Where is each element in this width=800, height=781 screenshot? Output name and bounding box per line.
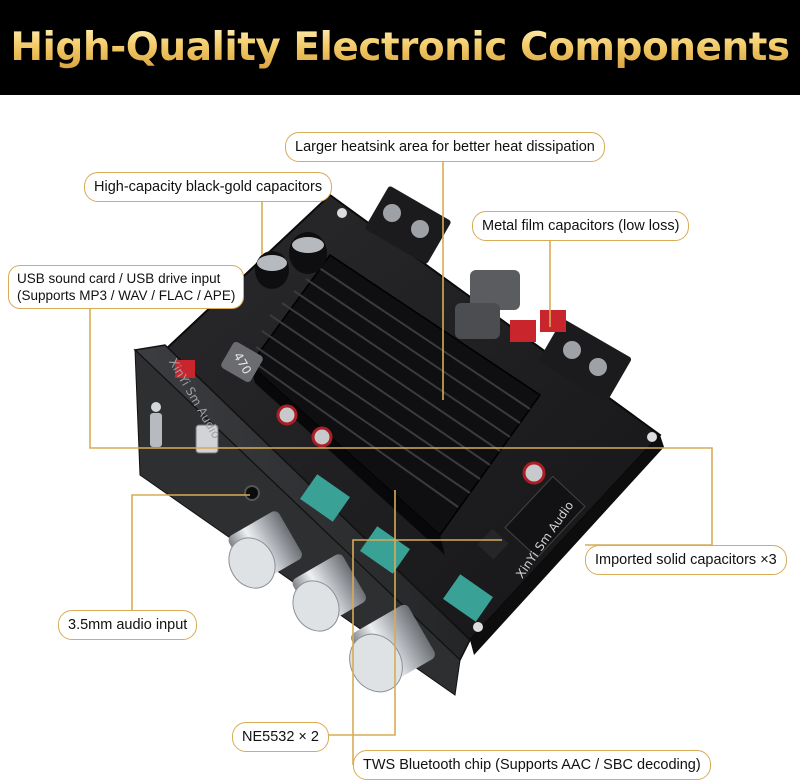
inductor	[470, 270, 520, 310]
mount-hole	[337, 208, 347, 218]
amplifier-board-illustration: 470	[89, 153, 713, 765]
film-capacitor	[540, 310, 566, 332]
mount-hole	[647, 432, 657, 442]
mount-hole	[473, 622, 483, 632]
product-stage: 470	[0, 95, 800, 781]
pcb-edge	[470, 435, 664, 655]
toggle-switch	[150, 402, 162, 447]
callout-bluetooth-chip: TWS Bluetooth chip (Supports AAC / SBC d…	[353, 750, 711, 780]
black-gold-capacitors	[255, 232, 327, 289]
callout-black-gold-capacitors: High-capacity black-gold capacitors	[84, 172, 333, 202]
inductor-470	[221, 341, 263, 383]
bluetooth-module	[504, 475, 586, 559]
knob-treble	[292, 554, 366, 632]
knob-volume	[349, 604, 435, 693]
callout-heatsink: Larger heatsink area for better heat dis…	[285, 132, 605, 162]
potentiometer-box	[443, 574, 493, 622]
callout-usb-line2: (Supports MP3 / WAV / FLAC / APE)	[17, 288, 236, 303]
bluetooth-chip	[477, 528, 509, 560]
heatsink	[248, 253, 542, 555]
callout-usb-line1: USB sound card / USB drive input	[17, 271, 221, 286]
page-title: High-Quality Electronic Components	[10, 25, 790, 70]
callout-metal-film-capacitors: Metal film capacitors (low loss)	[472, 211, 690, 241]
callout-solid-capacitors: Imported solid capacitors ×3	[585, 545, 787, 575]
usb-port	[195, 424, 219, 454]
knob-bass	[228, 511, 302, 589]
callout-usb-input: USB sound card / USB drive input (Suppor…	[8, 265, 245, 309]
inductor	[455, 303, 500, 339]
film-capacitor	[175, 360, 195, 378]
header-banner: High-Quality Electronic Components	[0, 0, 800, 95]
terminal-block-side	[538, 319, 632, 401]
callout-audio-input: 3.5mm audio input	[58, 610, 198, 640]
film-capacitor	[510, 320, 536, 342]
potentiometer-box	[300, 474, 350, 522]
solid-capacitors	[276, 404, 546, 485]
potentiometer-box	[360, 526, 410, 574]
terminal-block-top	[365, 186, 451, 264]
callout-lines	[89, 153, 713, 765]
callout-opamp: NE5532 × 2	[232, 722, 329, 752]
aux-jack	[244, 485, 260, 501]
